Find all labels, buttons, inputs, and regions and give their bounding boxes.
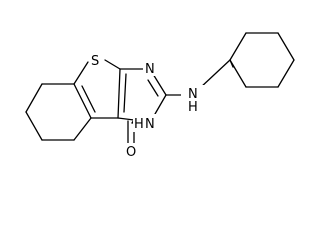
bond-c2-n3	[154, 94, 167, 115]
bond-n1-c2	[152, 73, 167, 96]
bond-cyclohexyl-5	[277, 59, 295, 88]
bond-ring-left-5	[73, 117, 92, 141]
ring-nitrogen-atom-label: N	[145, 62, 155, 77]
bond-cyclohexyl-7	[229, 59, 247, 88]
s-atom-bg	[89, 52, 101, 68]
ring-nh-nitrogen-atom-label: N	[145, 117, 155, 132]
bond-c8a-s	[104, 59, 121, 70]
bond-c4a-c8a-inner	[123, 73, 127, 113]
bond-c4a-c8a	[117, 68, 121, 119]
nh-amine-bg	[181, 85, 207, 111]
bond-c4-c4a	[117, 117, 135, 121]
bond-c7a-c3a	[73, 83, 92, 119]
bonds	[25, 32, 295, 144]
bond-cyclohexyl-4	[277, 32, 295, 61]
sulfur-atom-label: S	[91, 54, 99, 69]
bond-c7a-c3a-inner	[81, 85, 96, 113]
bond-nh-cyclohexyl	[199, 59, 231, 89]
bond-ring-left-2	[25, 83, 43, 113]
o-atom-bg	[125, 143, 139, 159]
bond-ring-left-3	[25, 111, 43, 141]
atom-labels: S N N H H N O	[89, 52, 207, 160]
n1-atom-bg	[143, 60, 155, 76]
ring-nh-hydrogen-atom-label: H	[134, 117, 144, 132]
oxygen-atom-label: O	[126, 145, 136, 160]
nh-ring-bg	[133, 114, 159, 132]
bond-cyclohexyl-2	[229, 32, 247, 61]
amine-hydrogen-atom-label: H	[188, 100, 198, 115]
molecule-structure-diagram: S N N H H N O	[25, 32, 295, 160]
amine-nitrogen-atom-label: N	[188, 87, 198, 102]
bond-s-c7a	[73, 61, 89, 85]
bond-n1-c2-double	[147, 79, 159, 97]
